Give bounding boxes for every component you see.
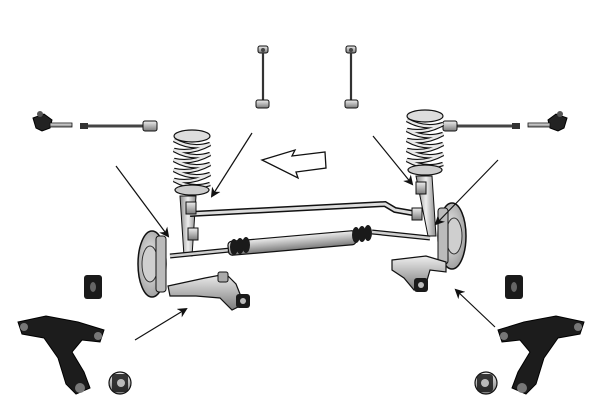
subframe-assembly — [169, 175, 437, 259]
control-arm-bushing-left-lower — [108, 371, 132, 395]
tie-rod-end-right — [527, 111, 568, 132]
callout-arrow-disc-left — [115, 165, 170, 238]
callout-arrow-arm-left — [134, 307, 188, 341]
callout-arrow-arm-right — [454, 288, 496, 328]
control-arm-right-assembled — [391, 255, 447, 292]
brake-disc-right — [437, 202, 467, 270]
callout-arrow-spring-right — [372, 135, 414, 186]
forward-arrow — [260, 148, 327, 180]
inner-tie-rod-left — [80, 120, 158, 132]
control-arm-bushing-right-upper — [505, 275, 523, 299]
callout-arrow-disc-right — [434, 159, 499, 226]
stabilizer-link-right — [344, 45, 359, 109]
control-arm-bushing-left-upper — [84, 275, 102, 299]
coil-spring-right — [405, 109, 445, 176]
control-arm-left-assembled — [167, 271, 250, 311]
inner-tie-rod-right — [442, 120, 520, 132]
tie-rod-end-left — [32, 111, 73, 132]
callout-arrows — [115, 132, 499, 341]
coil-spring-left — [172, 129, 212, 196]
control-arm-bushing-right-lower — [474, 371, 498, 395]
callout-arrow-spring-left — [210, 132, 253, 198]
brake-disc-left — [137, 230, 167, 298]
stabilizer-link-left — [255, 45, 270, 109]
steering-boot-right — [352, 225, 372, 243]
control-arm-right — [497, 315, 585, 395]
steering-boot-left — [230, 237, 250, 255]
control-arm-left — [17, 315, 105, 395]
